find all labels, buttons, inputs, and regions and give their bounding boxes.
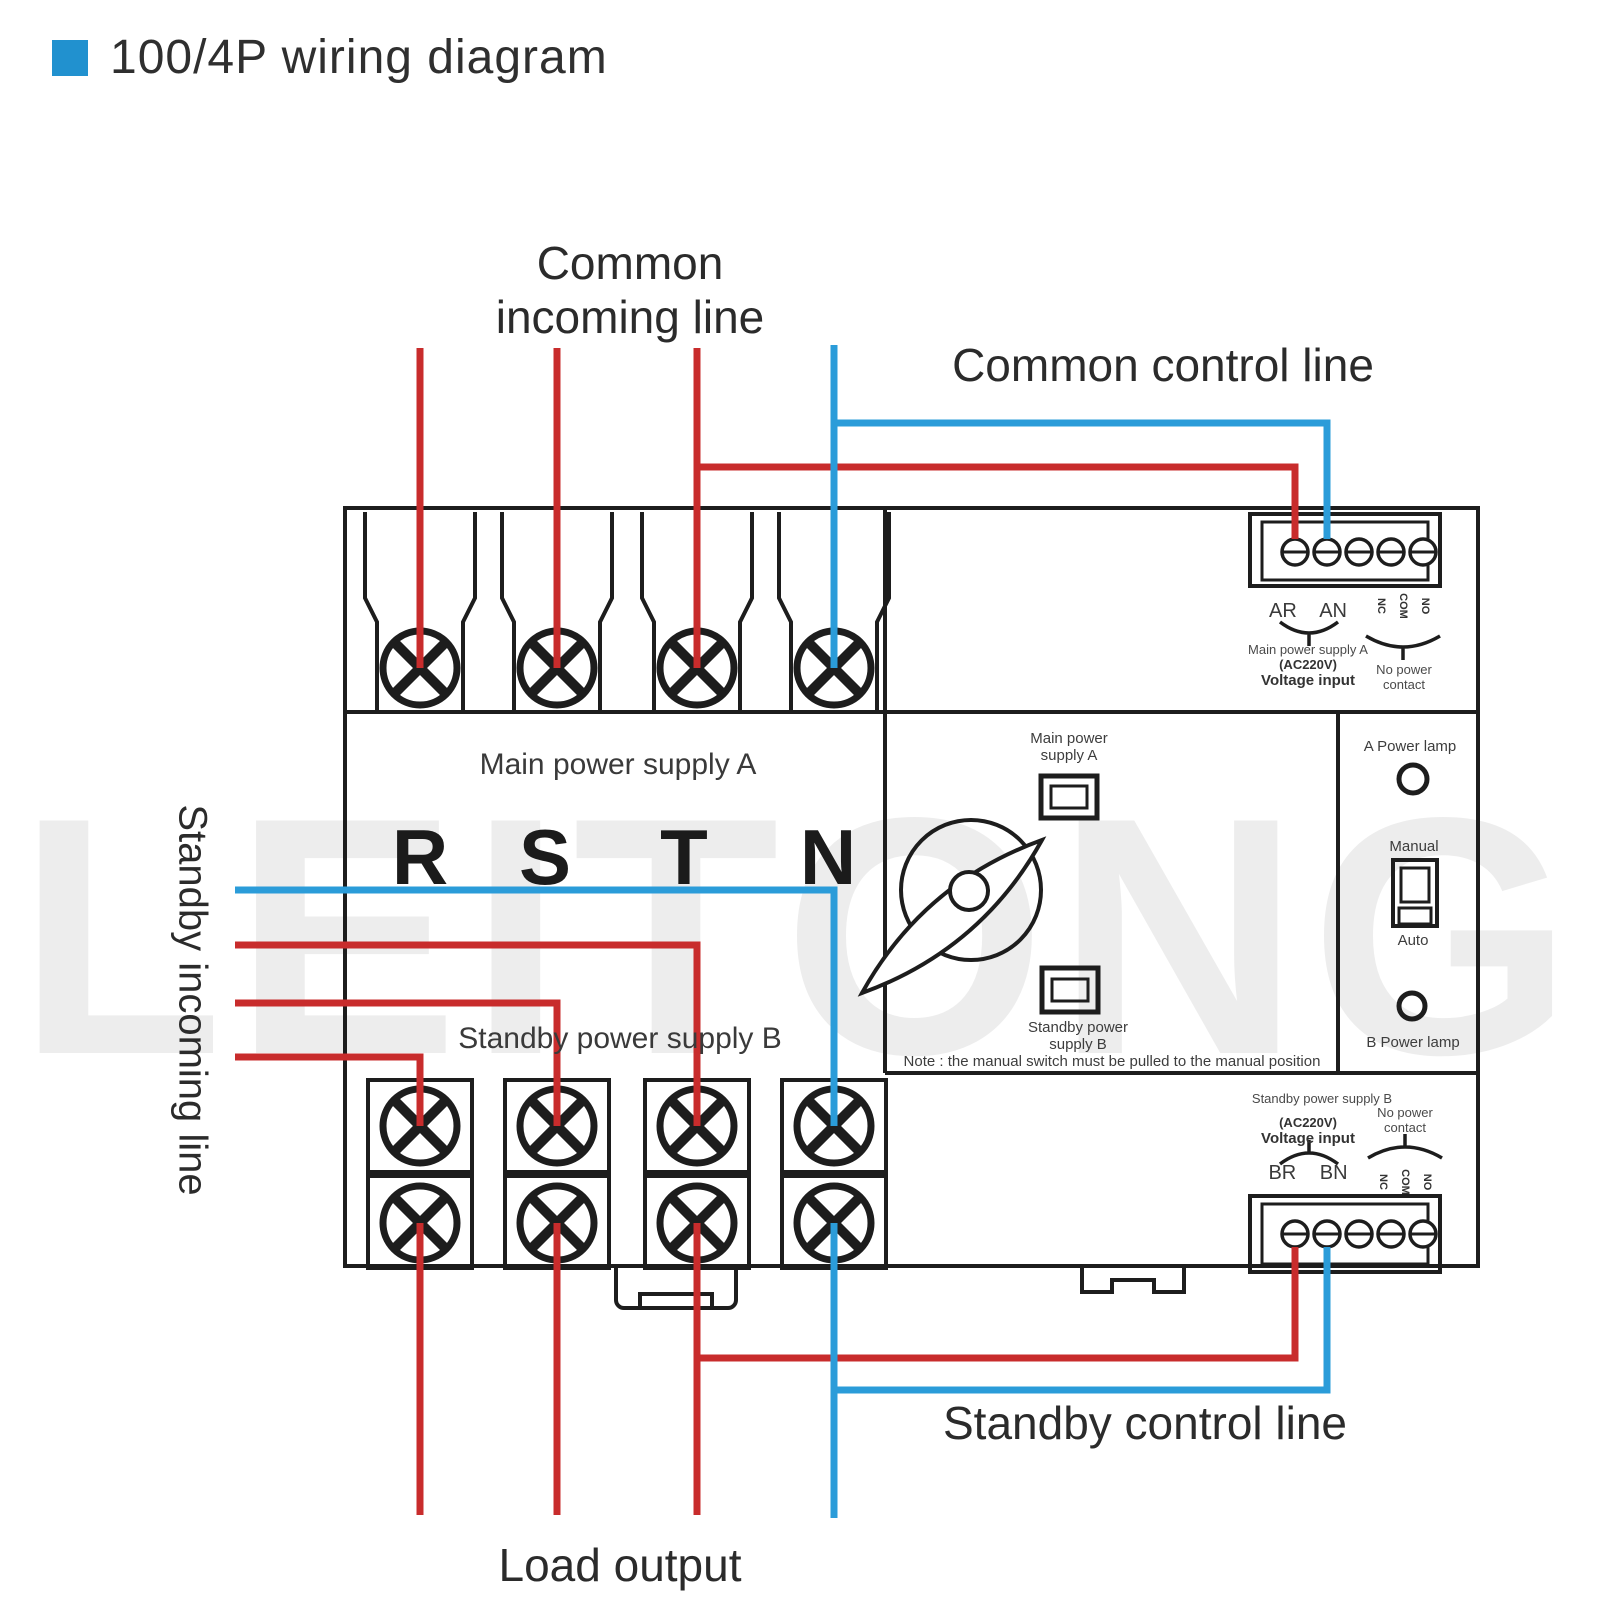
page-title: 100/4P wiring diagram — [110, 31, 608, 84]
supply-b-indicator — [1039, 965, 1101, 1015]
screw-icon — [1280, 537, 1310, 567]
screw-icon — [1312, 537, 1342, 567]
screw-icon — [1312, 1219, 1342, 1249]
ar-an-terminals-label: AR AN — [1268, 600, 1348, 622]
load-output-label: Load output — [498, 1539, 742, 1591]
common-control-line-label: Common control line — [952, 339, 1374, 391]
rotary-switch-icon — [857, 818, 1047, 997]
main-input-terminal-housings — [363, 512, 891, 712]
standby-control-line-label: Standby control line — [942, 1397, 1348, 1449]
screw-icon — [1344, 1219, 1374, 1249]
b-power-lamp-label: B Power lamp — [1366, 1034, 1460, 1051]
contact-nc-label-bottom: NC — [1377, 1174, 1389, 1190]
blue-wires — [235, 345, 1331, 1518]
power-lamp-a-icon — [1396, 762, 1430, 796]
no-power-contact-label-bottom: No power contact — [1377, 1105, 1433, 1135]
contact-no-label-bottom: NO — [1421, 1173, 1433, 1191]
common-control-screws — [1280, 537, 1438, 567]
standby-control-screws — [1280, 1219, 1438, 1249]
power-lamp-b-icon — [1396, 990, 1428, 1022]
manual-auto-switch-icon — [1391, 858, 1439, 928]
page-header: 100/4P wiring diagram — [52, 30, 608, 85]
indicator-a-label: Main power supply A — [1030, 730, 1108, 764]
phase-r-label: R — [391, 813, 449, 901]
voltage-input-label-top: Voltage input — [1261, 672, 1355, 689]
contact-no-label-top: NO — [1419, 597, 1431, 615]
manual-label: Manual — [1389, 838, 1439, 855]
ac220v-label-top: (AC220V) — [1279, 657, 1337, 672]
screw-icon — [1408, 1219, 1438, 1249]
main-power-supply-a-label: Main power supply A — [479, 748, 757, 781]
label-braces — [1278, 620, 1443, 1166]
standby-power-supply-b-label: Standby power supply B — [458, 1022, 782, 1055]
screw-icon — [1280, 1219, 1310, 1249]
contact-nc-label-top: NC — [1375, 598, 1387, 614]
red-wires — [235, 348, 1299, 1515]
auto-label: Auto — [1397, 932, 1429, 949]
no-power-contact-label-top: No power contact — [1376, 662, 1432, 692]
phase-n-label: N — [799, 813, 857, 901]
standby-incoming-line-label: Standby incoming line — [170, 804, 215, 1196]
phase-s-label: S — [518, 813, 572, 901]
a-power-lamp-label: A Power lamp — [1363, 738, 1457, 755]
indicator-b-label: Standby power supply B — [1027, 1019, 1129, 1053]
screw-icon — [1344, 537, 1374, 567]
standby-supply-b-desc: Standby power supply B — [1251, 1091, 1393, 1106]
background-watermark: LEITONG — [16, 747, 1584, 1125]
main-supply-a-desc: Main power supply A — [1248, 642, 1368, 657]
br-bn-terminals-label: BR BN — [1268, 1162, 1348, 1184]
screw-icon — [1376, 537, 1406, 567]
screw-icon — [1376, 1219, 1406, 1249]
title-bullet-icon — [52, 39, 88, 76]
common-incoming-line-label: Common incoming line — [495, 237, 765, 343]
screw-icon — [1408, 537, 1438, 567]
din-rail-clips — [614, 1268, 1186, 1310]
contact-com-label-top: COM — [1397, 593, 1409, 619]
manual-switch-note: Note : the manual switch must be pulled … — [903, 1053, 1321, 1070]
contact-com-label-bottom: COM — [1399, 1169, 1411, 1195]
ac220v-label-bottom: (AC220V) — [1279, 1115, 1337, 1130]
phase-t-label: T — [660, 813, 708, 901]
supply-a-indicator — [1038, 773, 1100, 821]
voltage-input-label-bottom: Voltage input — [1261, 1130, 1355, 1147]
